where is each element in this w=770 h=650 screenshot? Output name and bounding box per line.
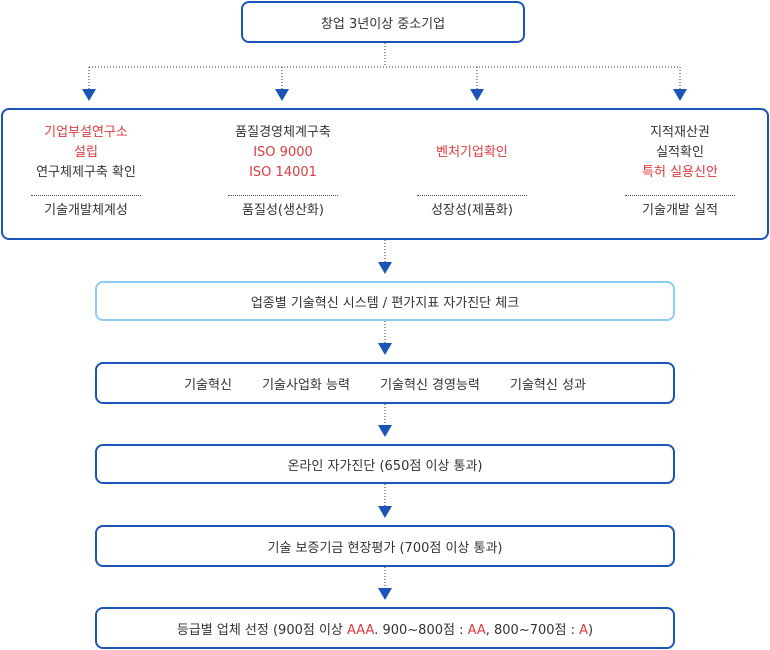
grade-aaa: AAA [347,622,375,638]
step-label: 기술 보증기금 현장평가 (700점 이상 통과) [267,540,503,556]
arrow-down-icon [378,425,392,437]
grade-suffix: ) [588,622,594,638]
criteria-venture: 벤처기업확인 성장성(제품화) [392,110,552,238]
arrow-down-icon [378,588,392,600]
grade-aa: AA [467,622,486,638]
step-label: 업종별 기술혁신 시스템 / 편가지표 자가진단 체크 [250,295,520,311]
arrow-down-icon [673,89,687,101]
criteria-footer: 성장성(제품화) [431,203,513,218]
arrow-down-icon [82,89,96,101]
grade-prefix: 등급별 업체 선정 (900점 이상 [176,622,348,638]
step-label: 온라인 자가진단 (650점 이상 통과) [287,458,483,474]
step-self-check: 업종별 기술혁신 시스템 / 편가지표 자가진단 체크 [95,281,675,321]
top-node-label: 창업 3년이상 중소기업 [320,16,446,32]
criteria-line: 연구체제구축 확인 [36,165,136,180]
step-grade-selection: 등급별 업체 선정 (900점 이상 AAA. 900~800점 : AA, 8… [95,607,675,649]
criteria-ip: 지적재산권 실적확인 특허 실용신안 기술개발 실적 [600,110,760,238]
dotted-divider [625,195,735,196]
criteria-line: ISO 14001 [249,165,317,180]
arrow-down-icon [378,343,392,355]
arrow-down-icon [275,89,289,101]
evaluation-items: 기술혁신 기술사업화 능력 기술혁신 경영능력 기술혁신 성과 [171,374,599,393]
dotted-divider [228,195,338,196]
criteria-footer: 품질성(생산화) [242,203,324,218]
criteria-line: 품질경영체계구축 [235,125,331,140]
criteria-line: 벤처기업확인 [436,145,508,160]
arrow-down-icon [378,506,392,518]
criteria-line: 설립 [74,145,98,160]
grade-mid2: , 800~700점 : [485,622,580,638]
criteria-line: 특허 실용신안 [642,165,718,180]
dotted-divider [31,195,141,196]
criteria-line: 지적재산권 [650,125,710,140]
criteria-quality-system: 품질경영체계구축 ISO 9000 ISO 14001 품질성(생산화) [203,110,363,238]
criteria-line: 기업부설연구소 [44,125,128,140]
arrow-down-icon [470,89,484,101]
evaluation-item: 기술혁신 [184,377,232,393]
criteria-box: 기업부설연구소 설립 연구체제구축 확인 기술개발체계성 품질경영체계구축 IS… [1,108,769,240]
criteria-line: 실적확인 [656,145,704,160]
grade-text: 등급별 업체 선정 (900점 이상 AAA. 900~800점 : AA, 8… [177,619,593,638]
criteria-footer: 기술개발 실적 [642,203,718,218]
evaluation-item: 기술사업화 능력 [262,377,350,393]
evaluation-item: 기술혁신 경영능력 [380,377,480,393]
step-evaluation-items: 기술혁신 기술사업화 능력 기술혁신 경영능력 기술혁신 성과 [95,362,675,404]
dotted-divider [417,195,527,196]
criteria-research-lab: 기업부설연구소 설립 연구체제구축 확인 기술개발체계성 [6,110,166,238]
top-node-box: 창업 3년이상 중소기업 [241,1,525,43]
grade-mid1: . 900~800점 : [374,622,468,638]
evaluation-item: 기술혁신 성과 [510,377,586,393]
step-online-diagnosis: 온라인 자가진단 (650점 이상 통과) [95,444,675,484]
grade-a: A [579,622,589,638]
criteria-footer: 기술개발체계성 [44,203,128,218]
step-onsite-evaluation: 기술 보증기금 현장평가 (700점 이상 통과) [95,525,675,567]
arrow-down-icon [378,262,392,274]
criteria-line: ISO 9000 [253,145,313,160]
